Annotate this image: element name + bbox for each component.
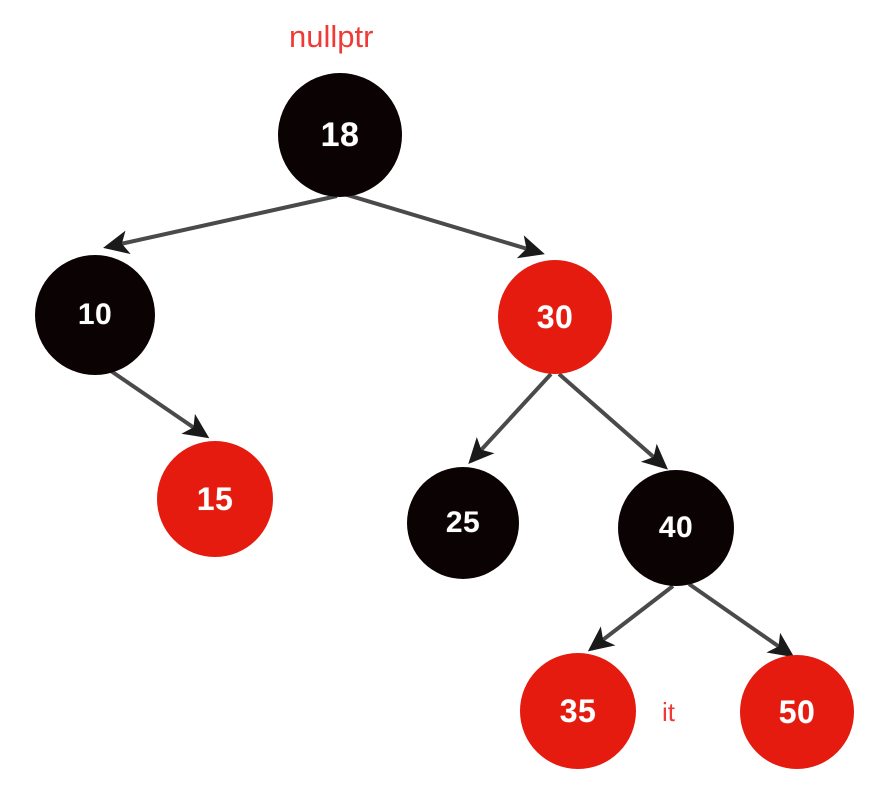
tree-node-35[interactable]: 35 — [520, 653, 636, 769]
tree-node-10[interactable]: 10 — [35, 255, 155, 375]
tree-edges — [103, 192, 795, 658]
tree-node-label: 18 — [320, 116, 360, 154]
tree-node-40[interactable]: 40 — [618, 470, 734, 586]
tree-node-label: 40 — [658, 511, 694, 544]
tree-node-15[interactable]: 15 — [157, 441, 273, 557]
tree-edge-arrow — [468, 372, 553, 464]
tree-node-18[interactable]: 18 — [278, 73, 402, 197]
tree-node-label: 35 — [559, 693, 597, 729]
tree-node-30[interactable]: 30 — [498, 260, 612, 374]
tree-node-25[interactable]: 25 — [407, 467, 519, 579]
tree-node-label: 10 — [77, 298, 113, 331]
tree-node-50[interactable]: 50 — [740, 655, 854, 769]
tree-edge-arrow — [557, 372, 669, 470]
annotation-nullptr: nullptr — [289, 19, 374, 54]
tree-edge-arrow — [109, 369, 210, 439]
tree-node-label: 50 — [778, 694, 816, 730]
tree-node-label: 30 — [536, 299, 574, 335]
tree-edge-arrow — [587, 584, 675, 652]
tree-node-label: 25 — [445, 506, 481, 539]
tree-edge-arrow — [103, 194, 338, 255]
annotation-it: it — [662, 697, 675, 727]
tree-edge-arrow — [687, 582, 795, 658]
tree-node-label: 15 — [196, 481, 234, 517]
tree-edge-arrow — [343, 192, 545, 259]
